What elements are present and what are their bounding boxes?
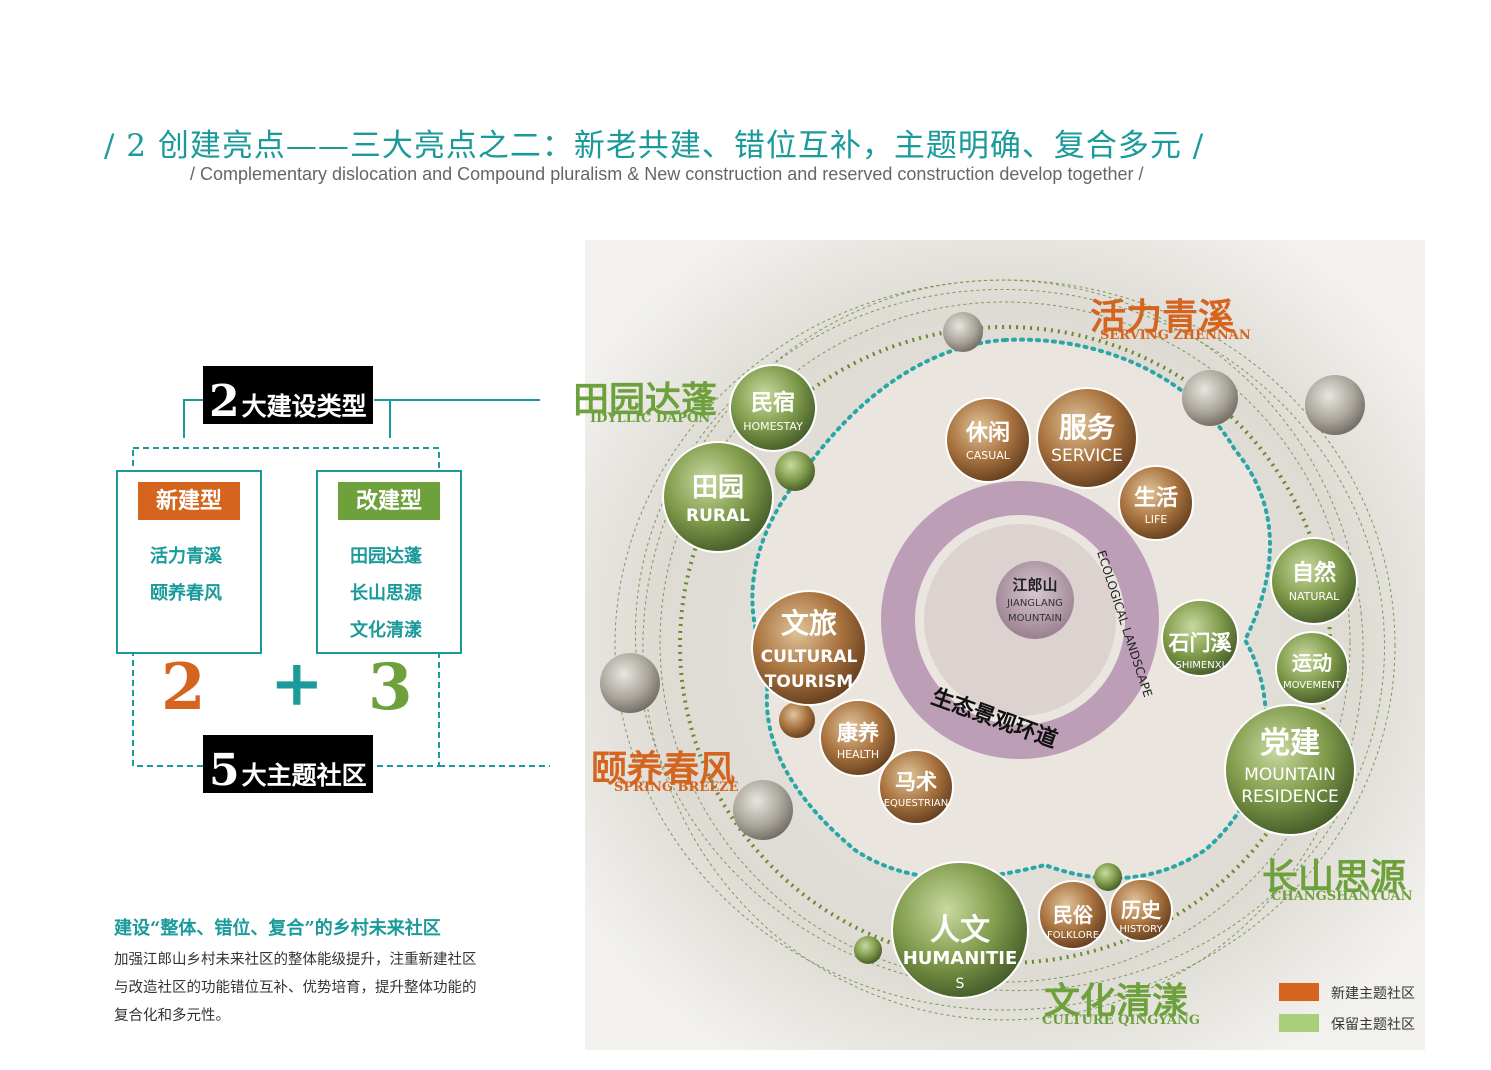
- center-cn: 江郎山: [1012, 576, 1057, 594]
- community-changshan-cn: 长山思源: [1262, 856, 1407, 898]
- natural-en: NATURAL: [1289, 590, 1340, 603]
- equestrian-cn: 马术: [895, 770, 937, 794]
- rural-bubble: 田园 RURAL: [662, 441, 774, 553]
- tourism-en1: CULTURAL: [761, 647, 858, 667]
- new-type-box: 新建型 活力青溪 颐养春风: [116, 470, 262, 654]
- community-qingyang-cn: 文化清漾: [1044, 980, 1189, 1022]
- shimenxi-bubble: 石门溪 SHIMENXI: [1161, 599, 1239, 677]
- community-dapeng-en: IDYLLIC DAPON: [590, 411, 711, 426]
- folklore-bubble: 民俗 FOLKLORE: [1038, 880, 1108, 950]
- center-en1: JIANGLANG: [1006, 598, 1063, 609]
- natural-cn: 自然: [1292, 560, 1336, 586]
- description-body: 加强江郎山乡村未来社区的整体能级提升，注重新建社区与改造社区的功能错位互补、优势…: [114, 952, 477, 1024]
- rebuild-type-item: 田园达蓬: [350, 546, 422, 567]
- party-bubble: 党建 MOUNTAIN RESIDENCE: [1224, 704, 1356, 836]
- humanities-bubble: 人文 HUMANITIE S: [891, 861, 1029, 999]
- life-bubble: 生活 LIFE: [1118, 465, 1194, 541]
- shimenxi-cn: 石门溪: [1168, 631, 1233, 655]
- ecological-ring: [881, 481, 1159, 759]
- community-qingxi-cn: 活力青溪: [1090, 296, 1235, 338]
- left-connectors: [132, 399, 550, 767]
- party-en2: RESIDENCE: [1241, 787, 1339, 807]
- theme-communities-count: 5: [209, 745, 240, 796]
- center-en2: MOUNTAIN: [1008, 613, 1062, 624]
- history-cn: 历史: [1121, 898, 1162, 922]
- service-cn: 服务: [1059, 411, 1115, 444]
- page-title: / 2 创建亮点——三大亮点之二：新老共建、错位互补，主题明确、复合多元 /: [104, 128, 1205, 164]
- service-en: SERVICE: [1051, 446, 1123, 466]
- plus-sign: +: [270, 646, 324, 721]
- party-en1: MOUNTAIN: [1244, 765, 1336, 785]
- humanities-en2: S: [956, 976, 965, 992]
- community-diagram: 江郎山 JIANGLANG MOUNTAIN 生态景观环道 ECOLOGICAL…: [585, 240, 1425, 1050]
- community-qingyang-en: CULTURE QINGYANG: [1042, 1013, 1200, 1028]
- community-chunfeng-cn: 颐养春风: [591, 748, 736, 790]
- rebuild-type-item: 长山思源: [350, 583, 422, 604]
- construction-types-count: 2: [209, 376, 240, 427]
- history-bubble: 历史 HISTORY: [1109, 878, 1173, 942]
- folklore-en: FOLKLORE: [1047, 930, 1099, 941]
- humanities-en1: HUMANITIE: [903, 948, 1018, 969]
- new-type-item: 颐养春风: [150, 583, 222, 604]
- humanities-cn: 人文: [930, 913, 990, 948]
- equestrian-en: EQUESTRIAN: [884, 798, 949, 809]
- health-en: HEALTH: [837, 748, 879, 761]
- center-mountain-bubble: [996, 561, 1074, 639]
- homestay-en: HOMESTAY: [743, 420, 803, 433]
- legend-reserved-swatch: [1279, 1014, 1319, 1032]
- new-type-tag: 新建型: [138, 482, 240, 520]
- legend-reserved-label: 保留主题社区: [1331, 1017, 1415, 1033]
- homestay-bubble: 民宿 HOMESTAY: [729, 364, 817, 452]
- movement-bubble: 运动 MOVEMENT: [1275, 631, 1349, 705]
- new-type-count: 2: [161, 650, 206, 725]
- community-chunfeng-en: SPRING BREEZE: [614, 780, 739, 795]
- rebuild-type-box: 改建型 田园达蓬 长山思源 文化清漾: [316, 470, 462, 654]
- theme-communities-label: 5 大主题社区: [203, 735, 373, 793]
- new-type-item: 活力青溪: [150, 546, 222, 567]
- rural-en: RURAL: [686, 506, 750, 526]
- history-en: HISTORY: [1119, 924, 1163, 935]
- theme-communities-text: 大主题社区: [241, 761, 367, 790]
- casual-en: CASUAL: [966, 449, 1011, 462]
- legend-new-label: 新建主题社区: [1331, 986, 1415, 1002]
- rebuild-type-item: 文化清漾: [350, 620, 422, 641]
- rebuild-type-tag: 改建型: [338, 482, 440, 520]
- shimenxi-en: SHIMENXI: [1175, 660, 1224, 671]
- tourism-bubble: 文旅 CULTURAL TOURISM: [751, 590, 867, 706]
- movement-en: MOVEMENT: [1283, 680, 1342, 691]
- page-subtitle: / Complementary dislocation and Compound…: [190, 164, 1144, 184]
- tourism-cn: 文旅: [781, 607, 837, 640]
- movement-cn: 运动: [1292, 651, 1332, 675]
- community-dapeng-cn: 田园达蓬: [573, 379, 718, 421]
- construction-types-text: 大建设类型: [241, 392, 367, 421]
- construction-types-label: 2 大建设类型: [203, 366, 373, 424]
- life-cn: 生活: [1134, 486, 1178, 511]
- rebuild-type-count: 3: [368, 650, 413, 725]
- community-changshan-en: CHANGSHANYUAN: [1271, 889, 1413, 904]
- rural-cn: 田园: [692, 473, 744, 503]
- health-bubble: 康养 HEALTH: [819, 699, 897, 777]
- legend-new-swatch: [1279, 983, 1319, 1001]
- party-cn: 党建: [1260, 726, 1320, 761]
- health-cn: 康养: [837, 721, 879, 745]
- community-qingxi-en: SERVING ZHENNAN: [1100, 328, 1251, 343]
- decorative-photo-dots: [600, 312, 1365, 964]
- equestrian-bubble: 马术 EQUESTRIAN: [878, 749, 954, 825]
- casual-cn: 休闲: [965, 421, 1010, 446]
- natural-bubble: 自然 NATURAL: [1270, 537, 1358, 625]
- life-en: LIFE: [1145, 513, 1168, 526]
- folklore-cn: 民俗: [1053, 903, 1094, 927]
- description-title: 建设“整体、错位、复合”的乡村未来社区: [114, 918, 441, 939]
- casual-bubble: 休闲 CASUAL: [945, 397, 1031, 483]
- service-bubble: 服务 SERVICE: [1036, 387, 1138, 489]
- homestay-cn: 民宿: [751, 390, 795, 416]
- tourism-en2: TOURISM: [765, 672, 853, 692]
